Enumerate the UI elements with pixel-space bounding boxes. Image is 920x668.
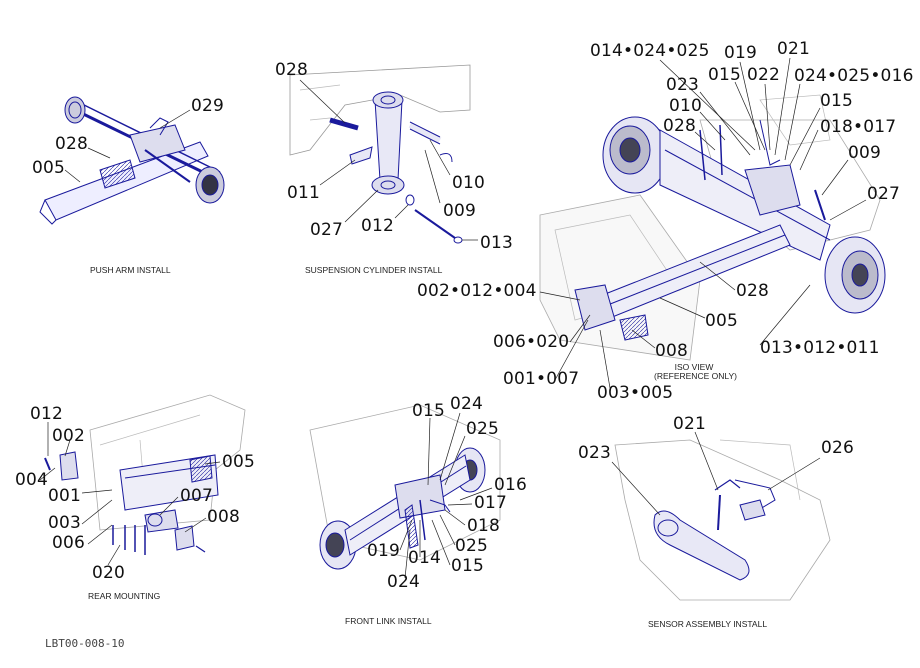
callout-front-016: 016 [494, 475, 528, 495]
callout-front-015: 015 [412, 401, 446, 421]
callout-front-019: 019 [367, 541, 401, 561]
rear-mounting-leaders [39, 422, 221, 566]
callout-rear-003: 003 [48, 513, 82, 533]
front-link-leaders [399, 412, 493, 579]
callout-suspension-028: 028 [275, 60, 309, 80]
iso-leaders [539, 57, 867, 389]
callout-suspension-011: 011 [287, 183, 321, 203]
callout-iso-001-007: 001•007 [503, 369, 580, 389]
sensor-leaders [611, 431, 821, 516]
callout-front-025: 025 [466, 419, 500, 439]
suspension-leaders [299, 79, 478, 241]
callout-front-018: 018 [467, 516, 501, 536]
callout-iso-021: 021 [777, 39, 811, 59]
callout-iso-015-b: 015 [820, 91, 854, 111]
caption-iso-line2: (REFERENCE ONLY) [654, 371, 737, 382]
callout-front-014: 014 [408, 548, 442, 568]
callout-front-024-b: 024 [387, 572, 421, 592]
callout-rear-007: 007 [180, 486, 214, 506]
push-arm-view [39, 96, 225, 225]
callout-iso-027: 027 [867, 184, 901, 204]
callout-iso-005: 005 [705, 311, 739, 331]
callout-iso-015: 015 [708, 65, 742, 85]
callout-suspension-010: 010 [452, 173, 486, 193]
iso-view [539, 94, 886, 361]
callout-suspension-013: 013 [480, 233, 514, 253]
callout-iso-009: 009 [848, 143, 882, 163]
front-link-view [309, 404, 501, 570]
caption-rear-mounting: REAR MOUNTING [88, 591, 161, 601]
caption-iso-line1: ISO VIEW [674, 362, 714, 372]
callout-iso-014-024-025: 014•024•025 [590, 41, 710, 61]
caption-front-link: FRONT LINK INSTALL [345, 616, 432, 626]
callout-iso-018-017: 018•017 [820, 117, 897, 137]
callout-iso-023: 023 [666, 75, 700, 95]
callout-sensor-026: 026 [821, 438, 855, 458]
callout-rear-012: 012 [30, 404, 64, 424]
callout-iso-019: 019 [724, 43, 758, 63]
callout-sensor-023: 023 [578, 443, 612, 463]
callout-iso-006-020: 006•020 [493, 332, 570, 352]
push-arm-leaders [64, 109, 191, 183]
callout-rear-001: 001 [48, 486, 82, 506]
callout-iso-028: 028 [663, 116, 697, 136]
callout-push-arm-029: 029 [191, 96, 225, 116]
callout-iso-003-005: 003•005 [597, 383, 674, 403]
caption-iso: ISO VIEW (REFERENCE ONLY) [654, 362, 737, 382]
callout-suspension-009: 009 [443, 201, 477, 221]
callout-rear-006: 006 [52, 533, 86, 553]
callout-rear-002: 002 [52, 426, 86, 446]
sensor-view [614, 439, 831, 601]
suspension-view [289, 64, 471, 244]
drawing-number: LBT00-008-10 [45, 637, 125, 650]
callout-push-arm-028: 028 [55, 134, 89, 154]
callout-rear-008: 008 [207, 507, 241, 527]
callout-suspension-027: 027 [310, 220, 344, 240]
callout-front-024: 024 [450, 394, 484, 414]
callout-iso-010: 010 [669, 96, 703, 116]
callout-iso-028-b: 028 [736, 281, 770, 301]
caption-push-arm: PUSH ARM INSTALL [90, 265, 171, 275]
caption-suspension: SUSPENSION CYLINDER INSTALL [305, 265, 443, 275]
callout-push-arm-005: 005 [32, 158, 66, 178]
callout-front-017: 017 [474, 493, 508, 513]
callout-iso-013-012-011: 013•012•011 [760, 338, 880, 358]
callout-iso-022: 022 [747, 65, 781, 85]
rear-mounting-view [44, 394, 246, 555]
callout-sensor-021: 021 [673, 414, 707, 434]
callout-rear-004: 004 [15, 470, 49, 490]
callout-rear-005: 005 [222, 452, 256, 472]
callout-suspension-012: 012 [361, 216, 395, 236]
callout-iso-024-025-016: 024•025•016 [794, 66, 914, 86]
callout-iso-008: 008 [655, 341, 689, 361]
callout-front-015-b: 015 [451, 556, 485, 576]
callout-front-025-b: 025 [455, 536, 489, 556]
callout-iso-002-012-004: 002•012•004 [417, 281, 537, 301]
caption-sensor: SENSOR ASSEMBLY INSTALL [648, 619, 768, 629]
callout-rear-020: 020 [92, 563, 126, 583]
